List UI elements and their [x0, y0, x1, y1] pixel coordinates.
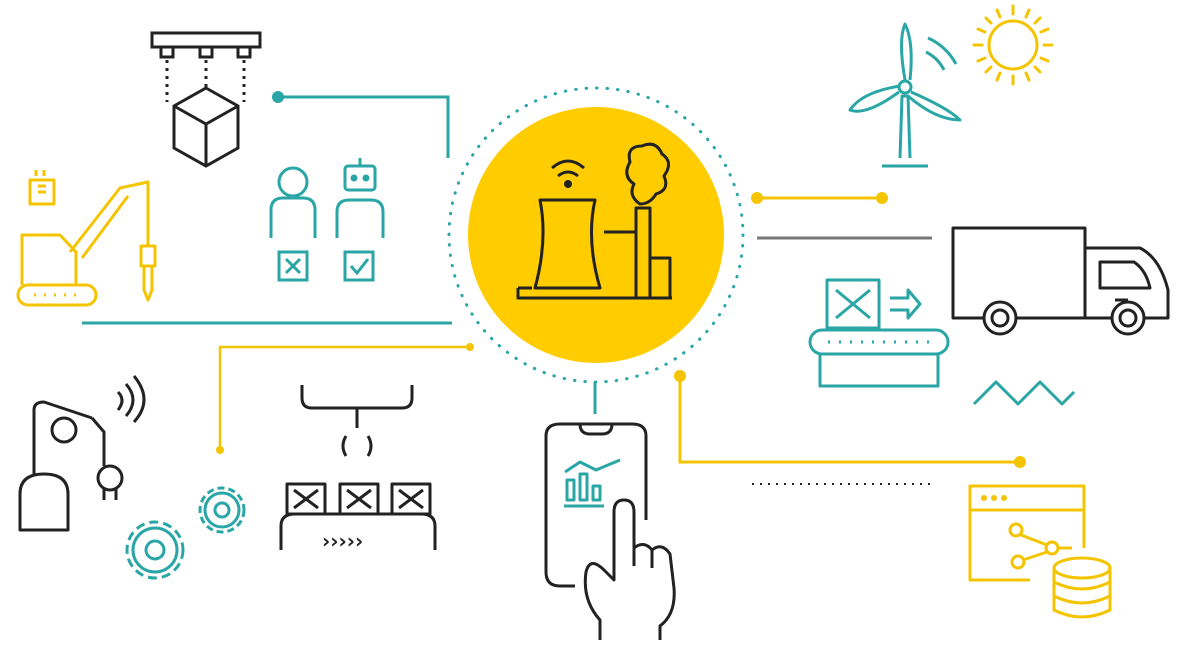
database-icon — [1052, 556, 1112, 619]
wifi-icon — [551, 159, 585, 188]
zigzag-signal-icon — [972, 380, 1076, 406]
phone-chart — [564, 458, 621, 508]
gears-icon — [125, 486, 246, 580]
connector-browser — [674, 370, 1026, 468]
browser-data-network-icon — [968, 484, 1086, 582]
pointing-hand-icon — [583, 498, 676, 640]
hub-dotted-ring — [447, 86, 745, 384]
connectors — [82, 91, 1026, 485]
packaging-conveyor-icon: ››››› — [279, 385, 437, 553]
wind-turbine-icon — [848, 22, 962, 168]
conveyor-arrows: ››››› — [322, 529, 363, 553]
connector-gears — [216, 343, 474, 454]
conveyor-box-icon — [808, 278, 950, 388]
overhead-gantry-crane-icon — [150, 31, 262, 168]
hub-disc — [468, 107, 724, 363]
sun-icon — [972, 4, 1054, 86]
delivery-truck-icon — [951, 226, 1170, 336]
central-hub — [447, 86, 745, 384]
power-plant-icon — [516, 142, 672, 300]
smartphone-analytics-icon — [544, 422, 676, 640]
human-and-robot-checklist-icon — [269, 158, 385, 282]
robotic-arm-wireless-icon — [18, 375, 146, 532]
connector-wind — [751, 192, 888, 204]
connector-gantry — [272, 91, 450, 158]
excavator-icon — [16, 170, 157, 307]
smoke-icon — [625, 142, 670, 206]
